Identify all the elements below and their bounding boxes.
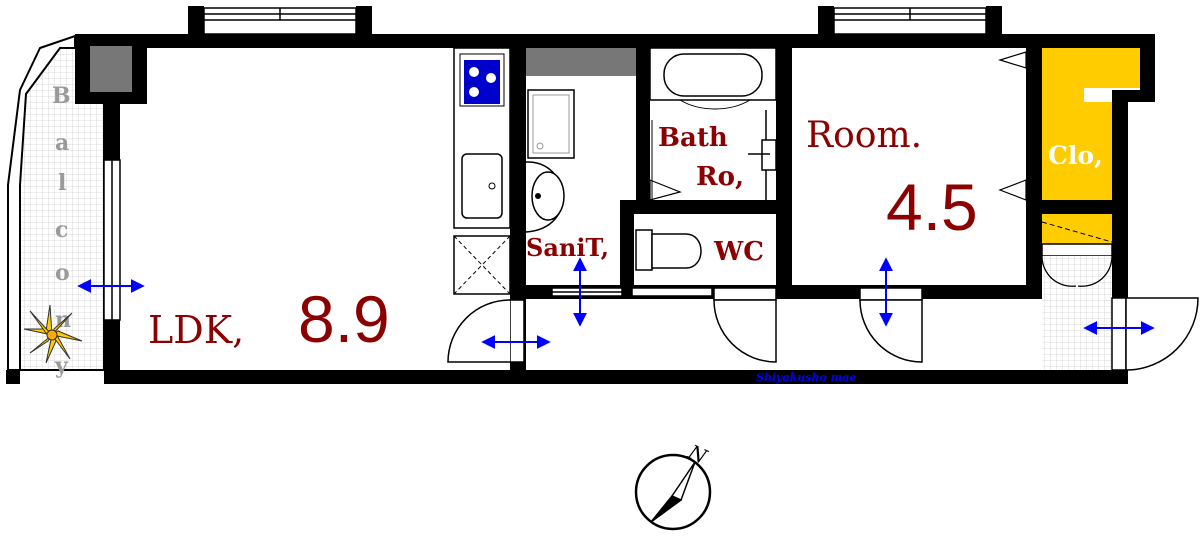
balcony-label: B a l c o n y (52, 83, 71, 379)
balcony-letter: l (58, 170, 66, 196)
shoe-rack (526, 48, 636, 76)
label-wc: WC (713, 237, 764, 267)
window-balcony-door (103, 159, 121, 321)
door-ldk (447, 299, 525, 363)
door-room (859, 287, 923, 363)
kitchen-counter (453, 47, 511, 295)
fridge-space (453, 235, 511, 295)
door-sanitary (551, 287, 623, 297)
label-ldk-size: 8.9 (298, 282, 390, 356)
balcony-letter: B (52, 83, 71, 109)
pillar (75, 34, 147, 104)
label-bath-line1: Bath (658, 123, 728, 153)
balcony-letter: c (55, 217, 68, 243)
washing-machine-pan (527, 89, 575, 159)
balcony-letter: y (54, 353, 69, 379)
label-room-size: 4.5 (886, 170, 978, 244)
entrance-floor (1042, 256, 1112, 370)
label-ldk: LDK, (148, 308, 244, 352)
label-bath-line2: Ro, (696, 162, 744, 192)
cooktop-icon (464, 60, 500, 104)
sink-icon (461, 153, 503, 219)
label-closet: Clo, (1048, 141, 1103, 170)
door-entrance (1111, 297, 1199, 371)
compass-icon: N (634, 439, 712, 531)
bath-door (748, 110, 777, 200)
circulation-arrows (77, 257, 1155, 349)
balcony-letter: a (55, 130, 69, 156)
inner-walls (510, 34, 1126, 384)
washbasin-icon (525, 161, 565, 233)
label-sanitary: SaniT, (526, 233, 609, 262)
door-room-corridor (713, 287, 777, 363)
window-room (833, 7, 987, 35)
label-room: Room. (806, 115, 922, 156)
door-wc (631, 287, 713, 297)
shoe-cabinet-doors (1041, 255, 1113, 287)
bath-vent-marks (649, 51, 1027, 201)
label-corridor-note: Shiyakusho mae (756, 371, 856, 384)
plant-icon (23, 304, 83, 364)
window-ldk (203, 7, 357, 35)
bathtub-icon (649, 47, 777, 110)
balcony-letter: o (55, 260, 70, 286)
toilet-icon (635, 229, 702, 271)
